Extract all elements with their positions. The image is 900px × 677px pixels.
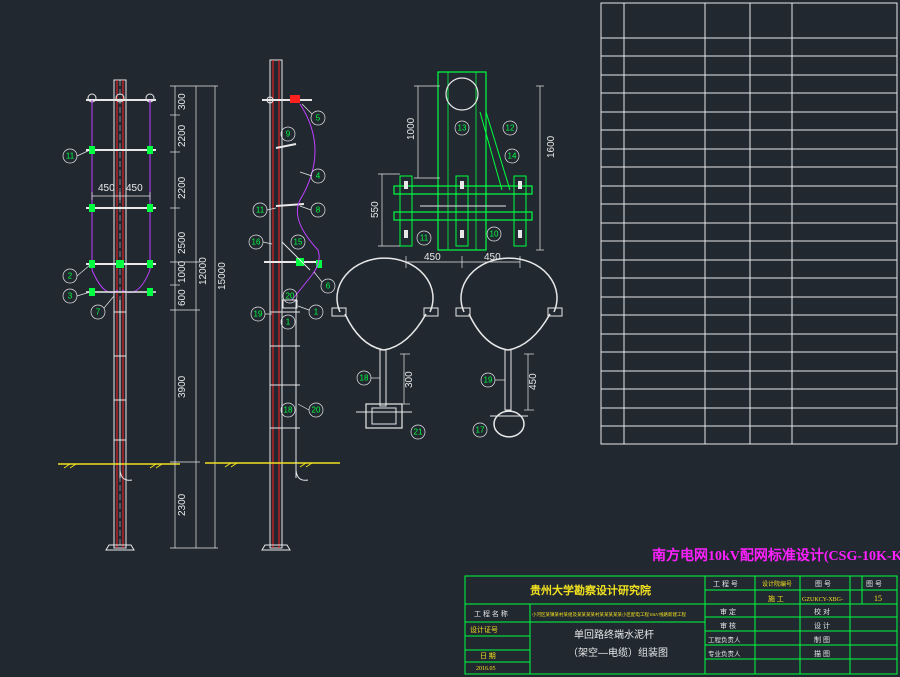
dim-1000-top: 1000 (406, 117, 417, 140)
dim-crossarm-left: 450 (98, 183, 115, 194)
callout-16-side: 16 (252, 238, 261, 247)
role-traced: 描 图 (814, 649, 830, 658)
project-name-value: 小河区某镇某村某组及某某某某村某某某某某小区配电工程10kV线路新建工程 (532, 611, 686, 618)
dim-2300: 2300 (177, 493, 188, 516)
callout-9-side: 9 (286, 130, 291, 139)
dim-550-top: 550 (370, 201, 381, 218)
dim-crossarm-right: 450 (126, 183, 143, 194)
dim-12000: 12000 (198, 257, 209, 285)
role-drawn: 制 图 (814, 635, 830, 644)
drawing-title-line-2: （架空—电缆）组装图 (568, 646, 668, 659)
callout-6-side: 6 (326, 282, 331, 291)
dim-450-top-right: 450 (484, 252, 501, 263)
stage-value: 施 工 (768, 594, 784, 603)
role-checked: 校 对 (814, 607, 830, 616)
dim-450-top-left: 450 (424, 252, 441, 263)
label-drawing-no: 图 号 (815, 580, 831, 588)
drawing-no-value: GZUKCY-XBG- (802, 597, 843, 603)
label-sheet-no: 图 号 (866, 580, 882, 588)
pole-side (269, 59, 283, 549)
top-detail-view: 1000 1600 550 450 450 13 12 14 11 10 (370, 71, 557, 268)
dim-3900: 3900 (177, 375, 188, 398)
callout-12-top: 12 (506, 124, 515, 133)
callout-19-hoop-b: 19 (484, 376, 493, 385)
callout-14-top: 14 (508, 152, 517, 161)
revision-table (600, 2, 898, 445)
callout-20-side: 20 (286, 292, 295, 301)
dim-300: 300 (177, 93, 188, 110)
dim-1600-top: 1600 (546, 135, 557, 158)
dim-2200-b: 2200 (177, 176, 188, 199)
callout-7-front: 7 (96, 308, 101, 317)
callout-11-front: 11 (66, 152, 75, 161)
dim-hoop-a-300: 300 (404, 371, 415, 388)
callout-11-top: 11 (420, 234, 429, 243)
callout-2-front: 2 (68, 272, 73, 281)
callout-1-side: 1 (314, 308, 319, 317)
standard-title: 南方电网10kV配网标准设计(CSG-10K-KG-02) (652, 547, 900, 564)
front-view-dim-labels: 300 2200 2200 2500 1000 600 3900 2300 12… (177, 93, 228, 516)
left-row-3: 日 期 (480, 652, 496, 660)
callout-10-top: 10 (490, 230, 499, 239)
callout-4-side: 4 (316, 172, 321, 181)
dim-2500: 2500 (177, 231, 188, 254)
callout-8-side: 8 (316, 206, 321, 215)
hoop-detail-a: 300 18 21 (331, 257, 439, 440)
dim-1000: 1000 (177, 260, 188, 283)
callout-18-hoop-a: 18 (360, 374, 369, 383)
callout-3-front: 3 (68, 292, 73, 301)
role-reviewed: 审 核 (720, 621, 736, 630)
callout-21-hoop-a: 21 (414, 428, 423, 437)
callout-18-side: 18 (284, 406, 293, 415)
role-discipline-lead: 专业负责人 (708, 649, 741, 658)
callout-17-hoop-b: 17 (476, 426, 485, 435)
dim-hoop-b-450: 450 (528, 373, 539, 390)
role-approved: 审 定 (720, 607, 736, 616)
callout-1b-side: 1 (286, 318, 291, 327)
project-no-value: 设计院编号 (762, 580, 792, 588)
callout-13-top: 13 (458, 124, 467, 133)
title-block: 贵州大学勘察设计研究院 工 程 号 图 号 图 号 设计院编号 施 工 GZUK… (464, 575, 898, 675)
left-row-4: 2016.05 (476, 666, 496, 672)
callout-20b-side: 20 (312, 406, 321, 415)
callout-11-side: 11 (256, 206, 265, 215)
sheet-value: 15 (874, 594, 882, 603)
hoop-detail-b: 450 19 17 (455, 257, 563, 438)
callout-5-side: 5 (316, 114, 321, 123)
callout-19-side: 19 (254, 310, 263, 319)
callout-15-side: 15 (294, 238, 303, 247)
side-view: 5 9 4 11 8 16 15 1 6 20 19 1 18 20 (205, 59, 340, 551)
label-project-name: 工 程 名 称 (474, 609, 508, 618)
dim-600: 600 (177, 289, 188, 306)
role-designed: 设 计 (814, 621, 830, 630)
dim-2200-a: 2200 (177, 124, 188, 147)
dim-15000: 15000 (217, 262, 228, 290)
front-view: 450 450 300 2200 2200 2500 1000 600 3900… (58, 79, 228, 551)
left-row-1: 设计证号 (470, 625, 498, 634)
institute-name: 贵州大学勘察设计研究院 (530, 583, 651, 597)
drawing-title-line-1: 单回路终端水泥杆 (574, 628, 654, 641)
role-project-lead: 工程负责人 (708, 635, 741, 644)
label-project-no: 工 程 号 (713, 579, 738, 588)
front-view-callouts (62, 148, 115, 320)
